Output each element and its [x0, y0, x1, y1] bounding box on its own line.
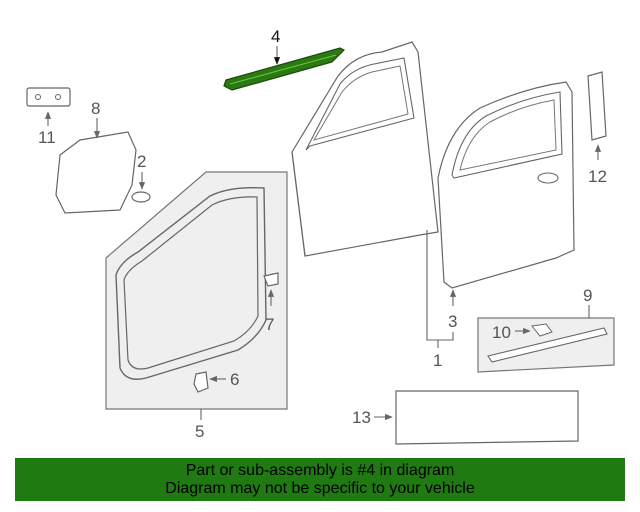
callout-1: 1	[433, 351, 442, 370]
part-8-panel[interactable]	[55, 131, 137, 214]
part-12-garnish[interactable]	[587, 71, 607, 141]
front-door[interactable]	[291, 41, 439, 257]
info-banner: Part or sub-assembly is #4 in diagram Di…	[15, 458, 625, 501]
callout-13: 13	[352, 408, 371, 427]
callout-2: 2	[137, 152, 146, 171]
part-9-box[interactable]	[477, 317, 615, 373]
part-4-belt-moulding[interactable]	[223, 47, 346, 91]
part-5-weatherstrip[interactable]	[105, 171, 288, 410]
callout-8: 8	[91, 99, 100, 118]
callout-6: 6	[230, 370, 239, 389]
rear-door[interactable]	[437, 81, 575, 289]
part-2-clip[interactable]	[131, 191, 151, 203]
callout-4: 4	[271, 27, 280, 46]
callout-12: 12	[588, 167, 607, 186]
callout-10: 10	[492, 323, 511, 342]
callout-7: 7	[265, 315, 274, 334]
parts-diagram: 4 11 8 2 5 6 7	[26, 27, 615, 445]
callout-3: 3	[448, 312, 457, 331]
banner-line-2: Diagram may not be specific to your vehi…	[165, 479, 475, 497]
callout-9: 9	[583, 286, 592, 305]
part-6-clip[interactable]	[193, 371, 209, 393]
banner-line-1: Part or sub-assembly is #4 in diagram	[185, 461, 455, 479]
callout-1-bracket	[426, 230, 454, 341]
callout-5: 5	[195, 422, 204, 441]
part-13-box[interactable]	[395, 390, 579, 445]
part-7-clip[interactable]	[263, 272, 279, 287]
callout-11: 11	[38, 128, 56, 147]
part-11-clip[interactable]	[26, 87, 71, 107]
